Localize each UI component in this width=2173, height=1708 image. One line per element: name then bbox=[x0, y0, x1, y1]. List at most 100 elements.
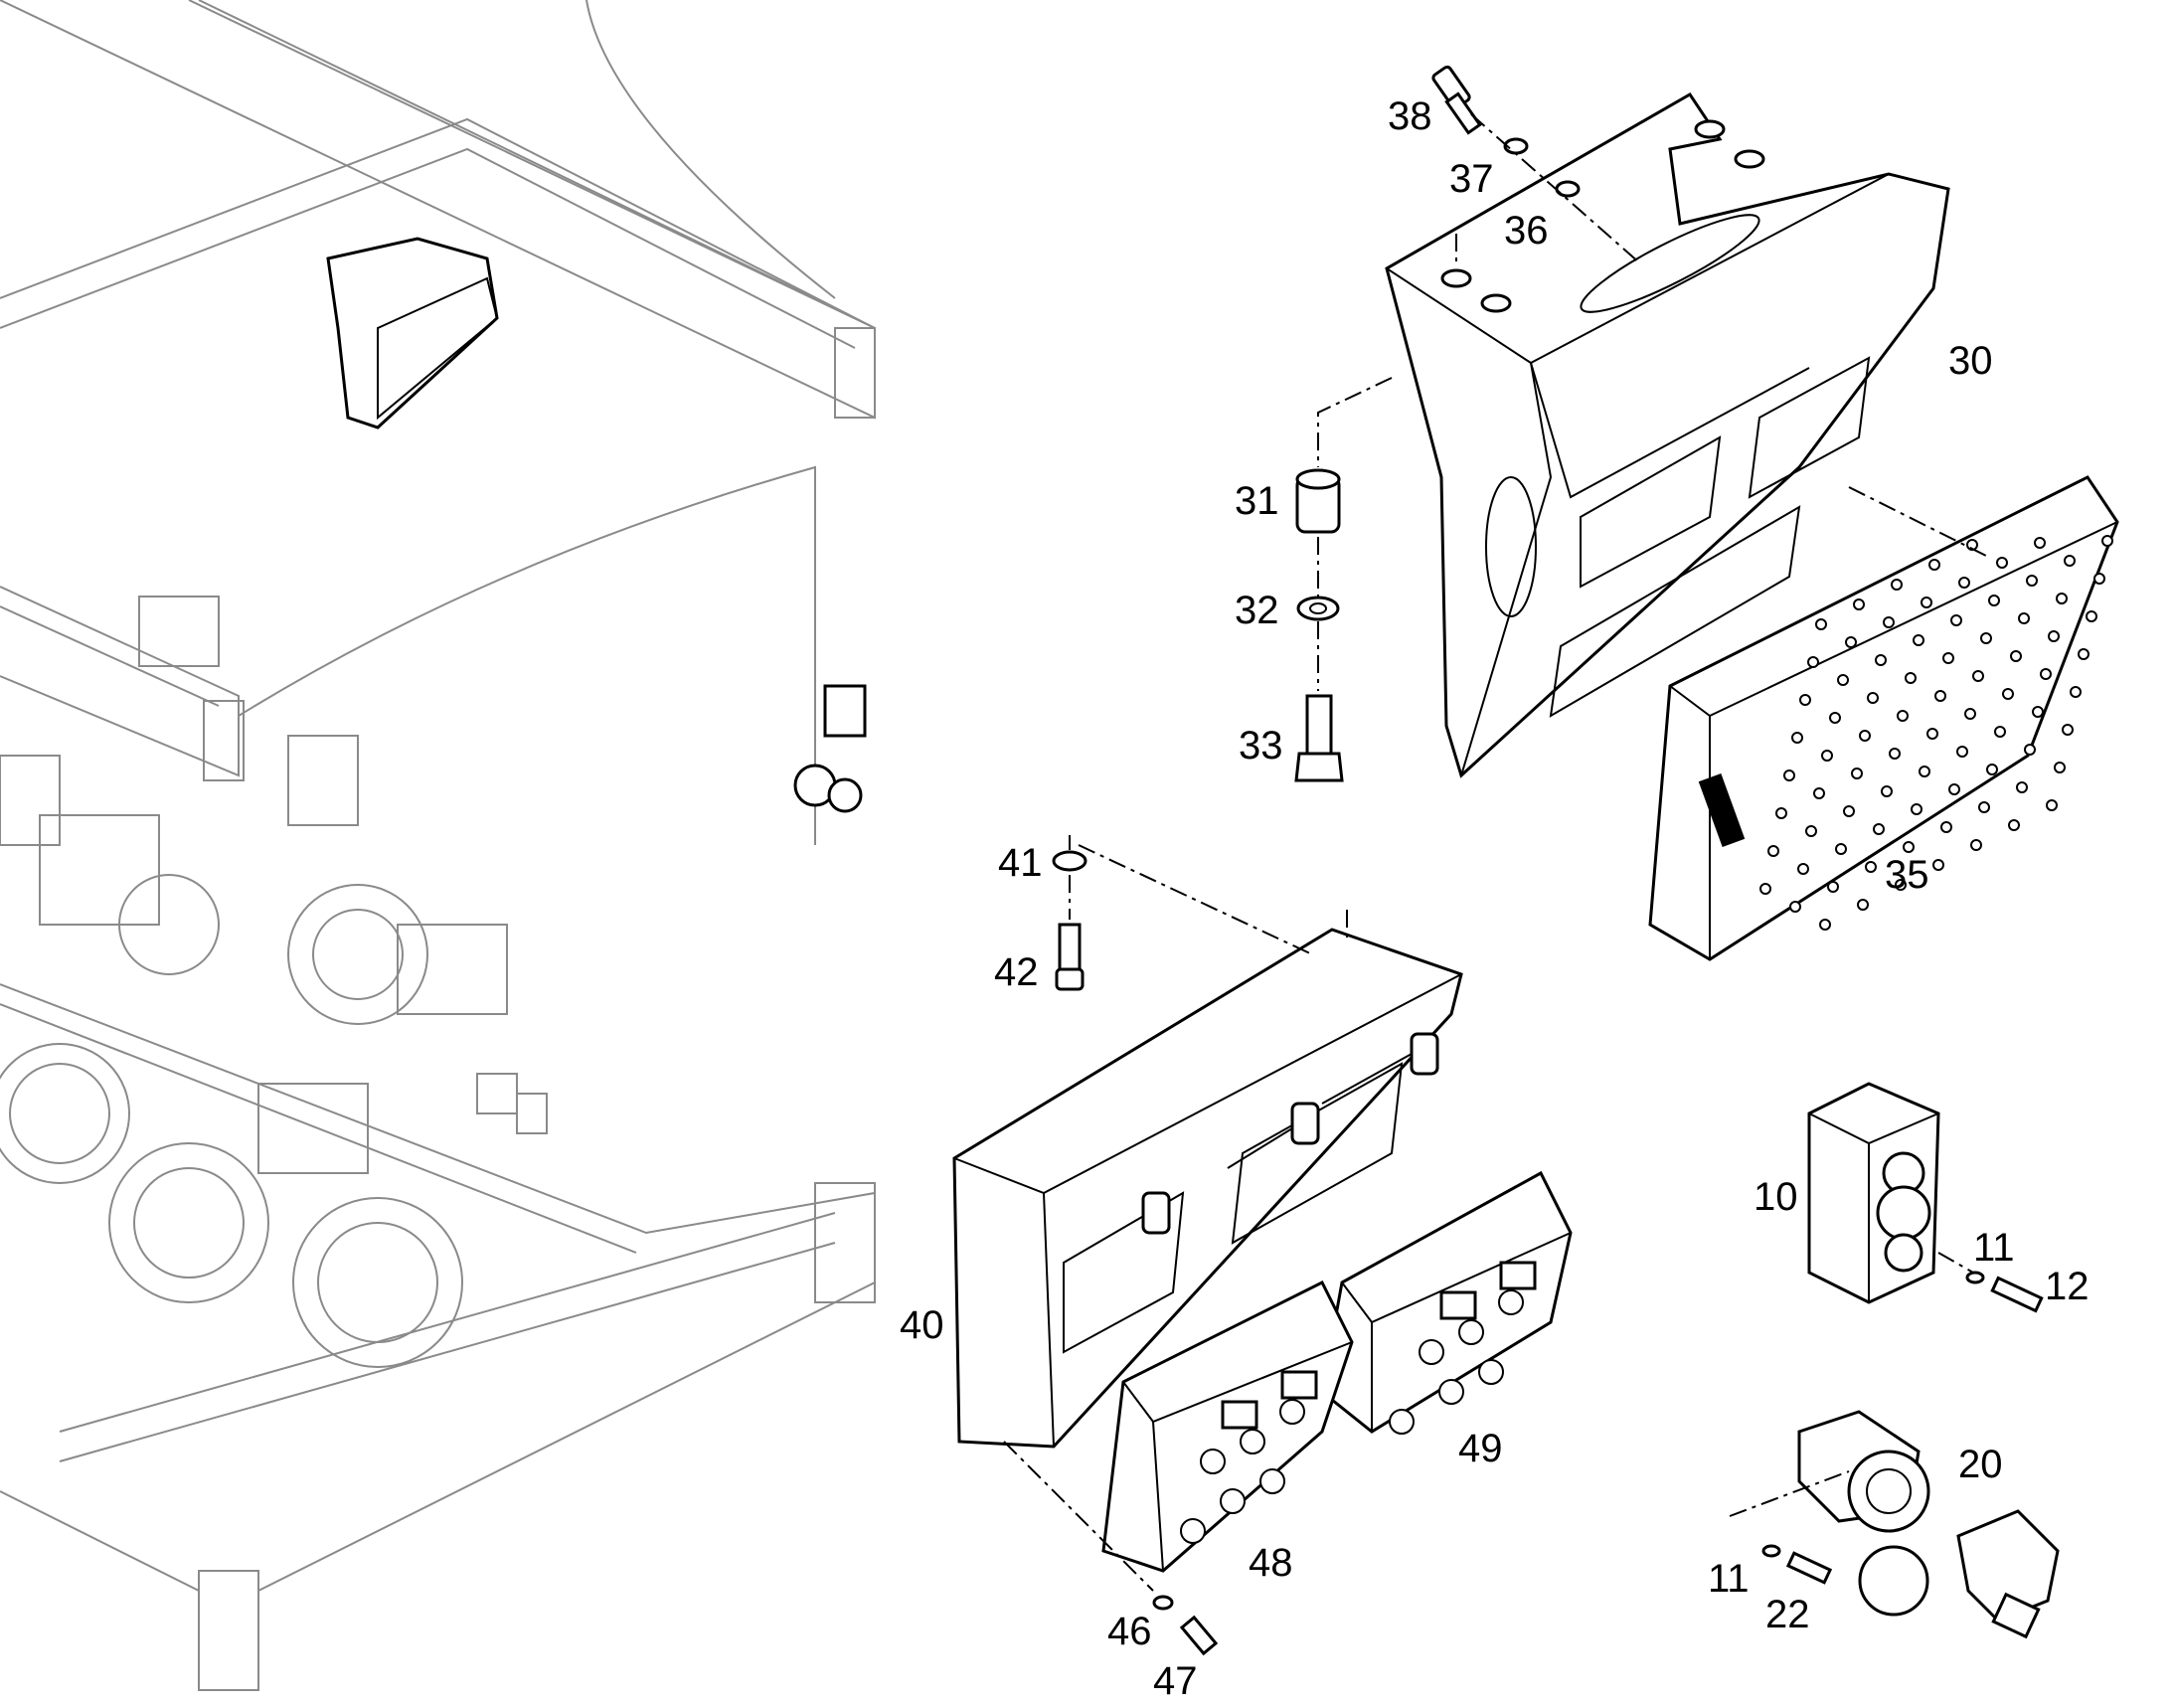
perforation-hole bbox=[1986, 764, 1998, 775]
socket-assembly-20 bbox=[1797, 1410, 2060, 1639]
perforation-hole bbox=[1889, 748, 1901, 760]
perforation-hole bbox=[2016, 781, 2028, 793]
perforation-hole bbox=[2048, 630, 2060, 642]
perforation-hole bbox=[1807, 656, 1819, 668]
perforation-hole bbox=[1791, 732, 1803, 744]
perforation-hole bbox=[2032, 706, 2044, 718]
perforation-hole bbox=[1865, 861, 1877, 873]
perforation-hole bbox=[2056, 593, 2068, 604]
perforation-hole bbox=[1996, 557, 2008, 569]
assembly-lines bbox=[1003, 113, 1989, 1592]
callout-10: 10 bbox=[1754, 1175, 1798, 1219]
perforation-hole bbox=[1835, 843, 1847, 855]
cover-plate-35 bbox=[1648, 475, 2119, 961]
perforation-hole bbox=[1767, 845, 1779, 857]
perforation-hole bbox=[2078, 648, 2089, 660]
perforation-hole bbox=[1857, 899, 1869, 911]
perforation-hole bbox=[1950, 614, 1962, 626]
perforation-hole bbox=[1958, 577, 1970, 589]
perforation-hole bbox=[1873, 823, 1885, 835]
perforation-hole bbox=[1813, 787, 1825, 799]
perforation-hole bbox=[2054, 762, 2066, 773]
connector-box-49 bbox=[1320, 1170, 1573, 1435]
perforation-hole bbox=[1867, 692, 1879, 704]
perforation-hole bbox=[1827, 881, 1839, 893]
perforation-hole bbox=[1970, 839, 1982, 851]
perforation-hole bbox=[1934, 690, 1946, 702]
callout-32: 32 bbox=[1235, 589, 1279, 632]
perforation-hole bbox=[1980, 632, 1992, 644]
perforation-hole bbox=[1799, 694, 1811, 706]
callout-37: 37 bbox=[1449, 157, 1494, 201]
perforation-hole bbox=[1797, 863, 1809, 875]
perforation-hole bbox=[1905, 672, 1917, 684]
perforation-hole bbox=[2018, 612, 2030, 624]
connector-box-48 bbox=[1101, 1280, 1354, 1573]
perforation-hole bbox=[1883, 616, 1895, 628]
chassis-overview bbox=[0, 0, 876, 1691]
perforation-hole bbox=[1988, 595, 2000, 606]
perforation-hole bbox=[1926, 728, 1938, 740]
perforation-hole bbox=[1978, 801, 1990, 813]
perforation-hole bbox=[2002, 688, 2014, 700]
perforation-hole bbox=[1911, 803, 1922, 815]
callout-42: 42 bbox=[994, 950, 1039, 994]
callout-36: 36 bbox=[1504, 209, 1549, 253]
perforation-hole bbox=[2008, 819, 2020, 831]
perforation-hole bbox=[1921, 597, 1932, 608]
perforation-hole bbox=[1821, 750, 1833, 762]
perforation-hole bbox=[2024, 744, 2036, 756]
perforation-hole bbox=[1881, 785, 1893, 797]
callout-11-switch: 11 bbox=[1973, 1226, 2015, 1270]
callout-40: 40 bbox=[900, 1303, 944, 1347]
callout-41: 41 bbox=[998, 841, 1043, 885]
perforation-hole bbox=[1895, 879, 1907, 891]
perforation-hole bbox=[1837, 674, 1849, 686]
perforation-hole bbox=[1805, 825, 1817, 837]
perforation-hole bbox=[2101, 535, 2113, 547]
perforation-hole bbox=[1815, 618, 1827, 630]
perforation-hole bbox=[1845, 636, 1857, 648]
perforation-hole bbox=[2046, 799, 2058, 811]
perforation-hole bbox=[1789, 901, 1801, 913]
perforation-hole bbox=[2064, 555, 2076, 567]
hardware-parts bbox=[1052, 65, 2044, 1656]
callout-31: 31 bbox=[1235, 479, 1279, 523]
perforation-hole bbox=[1897, 710, 1909, 722]
callout-49: 49 bbox=[1458, 1427, 1503, 1470]
perforation-hole bbox=[2070, 686, 2082, 698]
perforation-hole bbox=[1919, 766, 1930, 777]
perforation-hole bbox=[1942, 652, 1954, 664]
callout-38: 38 bbox=[1388, 94, 1432, 138]
perforation-hole bbox=[1948, 783, 1960, 795]
perforation-hole bbox=[1994, 726, 2006, 738]
perforation-hole bbox=[1891, 579, 1903, 591]
perforation-hole bbox=[1775, 807, 1787, 819]
perforation-hole bbox=[1956, 746, 1968, 758]
perforation-hole bbox=[2010, 650, 2022, 662]
callout-20: 20 bbox=[1958, 1443, 2003, 1486]
perforation-hole bbox=[1851, 768, 1863, 779]
perforation-hole bbox=[1829, 712, 1841, 724]
perforation-hole bbox=[2026, 575, 2038, 587]
perforation-hole bbox=[1903, 841, 1915, 853]
perforation-hole bbox=[1928, 559, 1940, 571]
switch-box-10 bbox=[1807, 1082, 1940, 1304]
perforation-hole bbox=[1819, 919, 1831, 931]
perforation-hole bbox=[1932, 859, 1944, 871]
perforation-hole bbox=[1843, 805, 1855, 817]
mounting-plate-40 bbox=[952, 928, 1463, 1449]
perforation-hole bbox=[1759, 883, 1771, 895]
callout-48: 48 bbox=[1249, 1541, 1293, 1585]
perforation-hole bbox=[1859, 730, 1871, 742]
callout-30: 30 bbox=[1948, 339, 1993, 383]
perforation-hole bbox=[2040, 668, 2052, 680]
callout-12: 12 bbox=[2045, 1265, 2089, 1308]
perforation-hole bbox=[1913, 634, 1924, 646]
perforation-hole bbox=[2086, 610, 2097, 622]
perforation-hole bbox=[2034, 537, 2046, 549]
callout-11-socket: 11 bbox=[1708, 1557, 1750, 1601]
perforation-hole bbox=[2062, 724, 2074, 736]
perforation-hole bbox=[2093, 573, 2105, 585]
